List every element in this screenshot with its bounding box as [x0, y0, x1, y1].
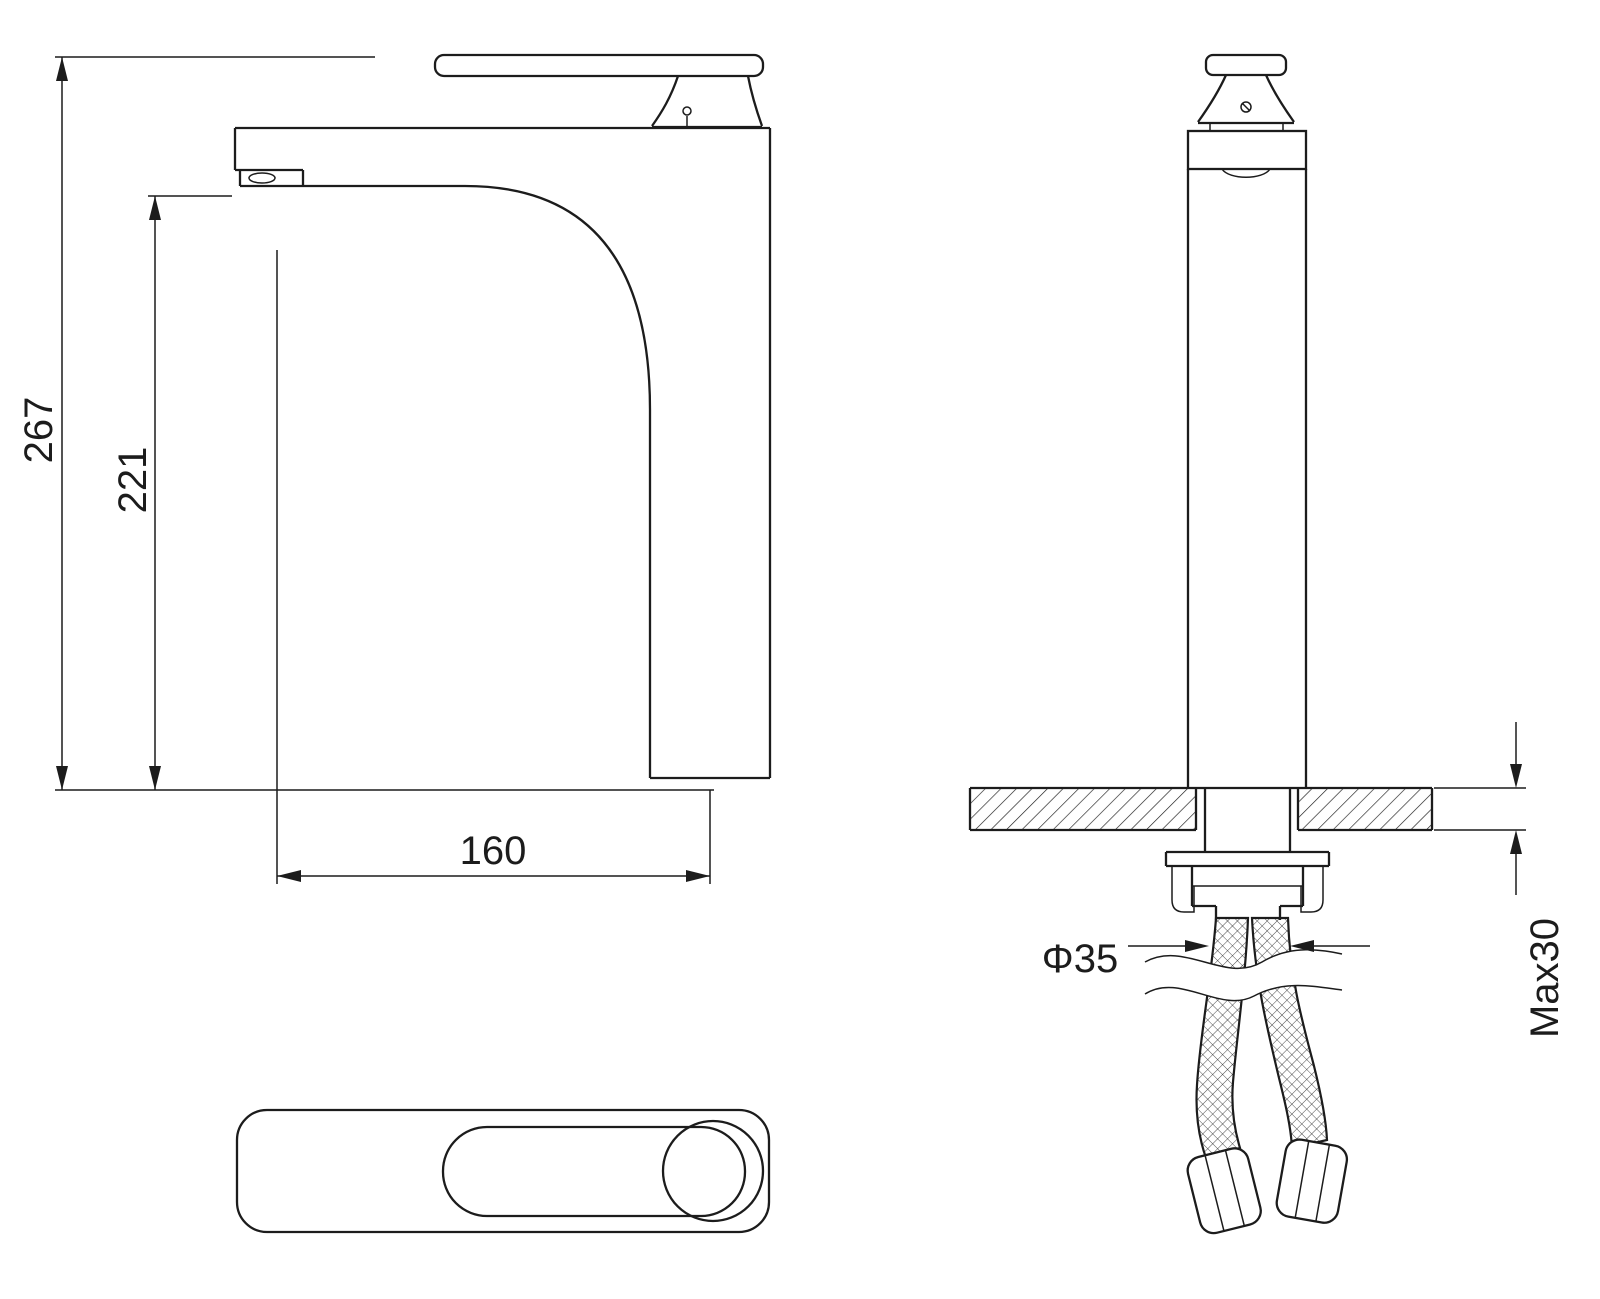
- faucet-front-outline: [233, 126, 772, 780]
- dim221-arrow-top: [149, 196, 161, 220]
- front-view: 267 221 160: [17, 53, 772, 884]
- mounting-hardware: [1164, 788, 1331, 920]
- countertop-hatch-right: [1299, 789, 1431, 829]
- side-lever-end: [1204, 53, 1288, 77]
- side-stem-neck: [1209, 123, 1284, 131]
- dimension-spout-height: 221: [111, 195, 232, 790]
- side-stem-left: [1197, 74, 1228, 123]
- hose-break-mask: [1145, 949, 1342, 1001]
- hose-break-wave-top: [1144, 949, 1343, 970]
- side-aerator-icon: [1221, 168, 1271, 178]
- dimphi-arrow-left: [1185, 940, 1209, 952]
- faucet-front-handle: [433, 53, 765, 129]
- dimmax-arrow-down: [1510, 764, 1522, 788]
- hose-nut-right-facets: [1294, 1140, 1331, 1222]
- dim-hole-diameter-label: Φ35: [1042, 937, 1118, 981]
- countertop-ends: [968, 788, 1434, 830]
- hose-left: [1195, 916, 1250, 1160]
- faucet-side-body: [1186, 129, 1308, 788]
- dim221-arrow-bottom: [149, 766, 161, 790]
- mounting-hook-right: [1300, 866, 1324, 913]
- dimphi-arrow-right: [1290, 940, 1314, 952]
- hose-nut-left-body: [1186, 1147, 1262, 1235]
- dim-spout-reach-label: 160: [460, 829, 527, 873]
- mounting-hook-left: [1171, 866, 1195, 913]
- dim267-arrow-top: [56, 57, 68, 81]
- side-screw-slot: [1241, 102, 1251, 112]
- aerator-outlet-icon: [248, 172, 276, 184]
- dimmax-arrow-up: [1510, 830, 1522, 854]
- dim-max-thickness-label: Max30: [1523, 918, 1567, 1038]
- dimension-total-height: 267: [17, 56, 714, 791]
- faucet-side-handle: [1197, 53, 1295, 131]
- countertop-hatch-left: [971, 789, 1195, 829]
- mounting-washer: [1164, 850, 1331, 868]
- topview-stem-circle: [661, 1119, 765, 1223]
- handle-stem-left: [651, 75, 680, 127]
- side-stem-right: [1264, 74, 1295, 123]
- top-view: [235, 1108, 771, 1234]
- hose-nut-right-body: [1275, 1138, 1349, 1224]
- supply-hoses: [1144, 916, 1349, 1235]
- handle-lever: [433, 53, 765, 78]
- shank-edges: [1203, 788, 1292, 852]
- dimension-spout-reach: 160: [276, 250, 711, 884]
- hose-nut-left-facets: [1204, 1150, 1246, 1232]
- dim267-arrow-bottom: [56, 766, 68, 790]
- dim160-arrow-right: [686, 870, 710, 882]
- dim-total-height-label: 267: [17, 397, 61, 464]
- front-underside-curve: [464, 184, 652, 411]
- handle-stem-right: [746, 75, 764, 127]
- side-top-cap: [1186, 129, 1308, 171]
- dim160-arrow-left: [277, 870, 301, 882]
- stem-screw-icon: [682, 106, 692, 116]
- dimension-max-thickness: Max30: [1434, 722, 1567, 1038]
- dimmax-ext-lines: [1434, 787, 1526, 831]
- dimension-hole-diameter: Φ35: [1042, 937, 1370, 981]
- countertop-hole-edges: [1194, 788, 1300, 830]
- hose-nut-left: [1186, 1147, 1262, 1235]
- countertop: [968, 786, 1434, 832]
- side-column-edges: [1186, 169, 1308, 788]
- hose-break-wave-bottom: [1144, 984, 1343, 1002]
- side-view: Φ35 Max30: [968, 53, 1567, 1235]
- dim-spout-height-label: 221: [111, 447, 155, 514]
- topview-lever-outline: [441, 1125, 747, 1218]
- topview-body-outline: [235, 1108, 771, 1234]
- side-screw-icon: [1240, 101, 1252, 113]
- hose-nut-right: [1275, 1138, 1349, 1224]
